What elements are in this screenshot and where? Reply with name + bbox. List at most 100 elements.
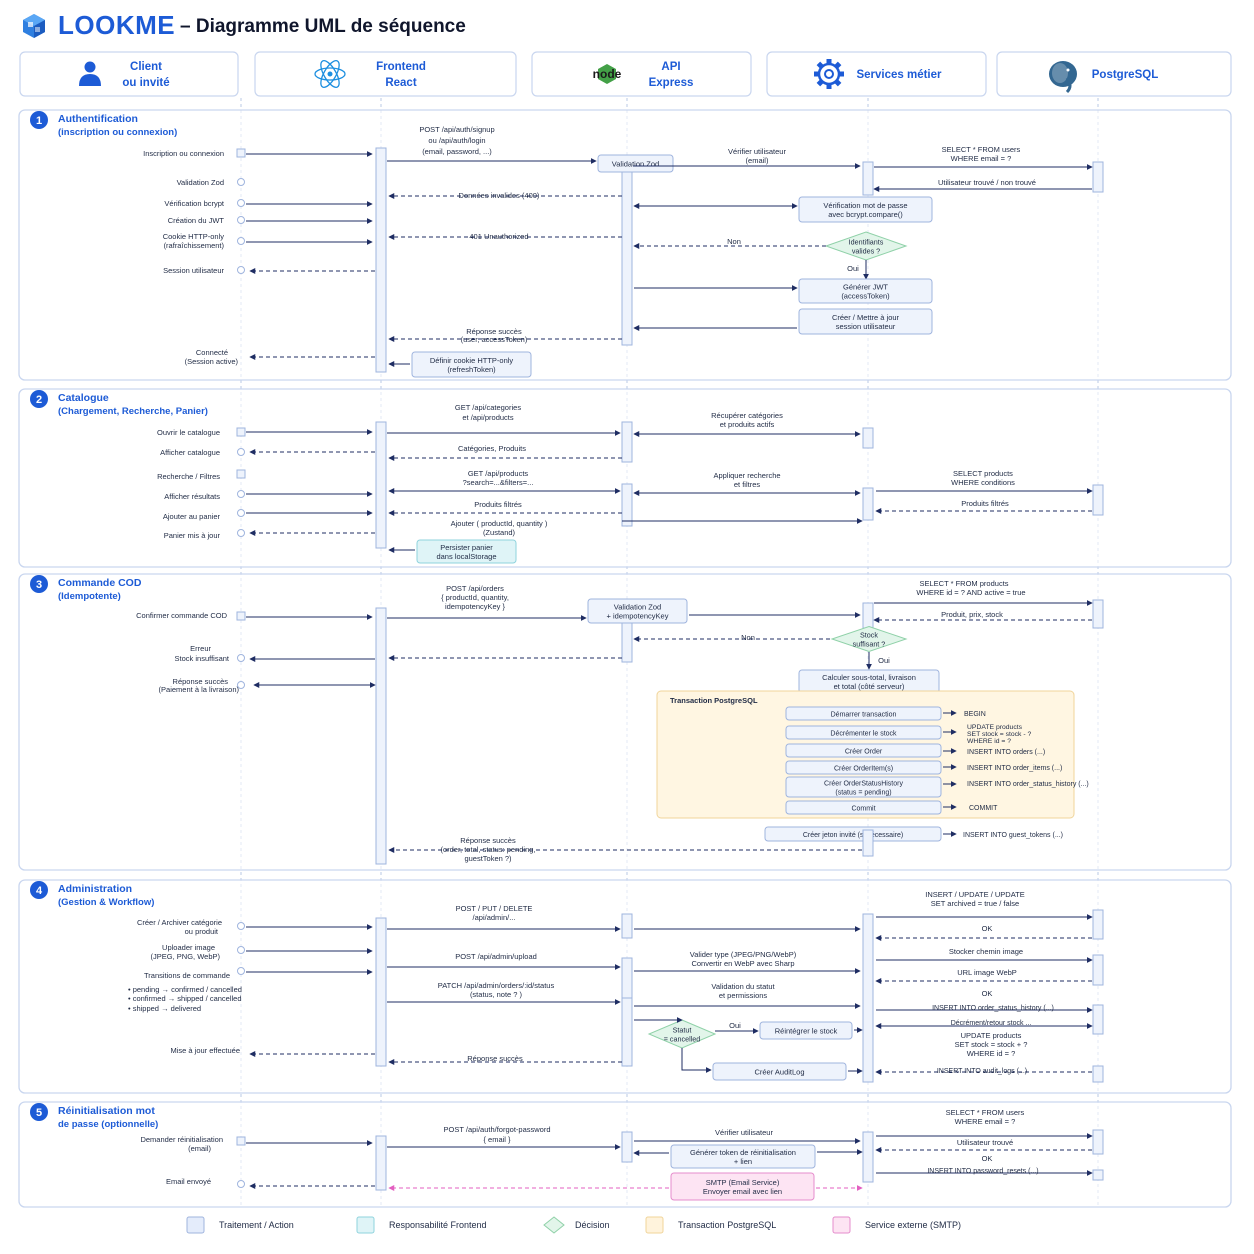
gear-tooth — [826, 59, 832, 65]
label-text: SELECT * FROM users — [946, 1108, 1025, 1117]
activation-bar — [621, 421, 633, 463]
label-text: (status, note ? ) — [470, 990, 523, 999]
activation-bar — [1092, 1004, 1104, 1035]
page-title: – Diagramme UML de séquence — [180, 16, 466, 37]
box-label: Créer AuditLog — [754, 1068, 804, 1077]
label-text: idempotencyKey } — [445, 602, 506, 611]
label-text: • shipped → delivered — [128, 1004, 201, 1013]
label-text: POST /api/admin/upload — [455, 952, 537, 961]
process-box — [587, 598, 688, 624]
label-text: INSERT INTO orders (...) — [967, 749, 1045, 756]
label-text: Créer / Archiver catégorie — [137, 918, 222, 927]
label-text: PATCH /api/admin/orders/:id/status — [438, 981, 555, 990]
client-step-dot — [237, 237, 245, 245]
label-text: Session utilisateur — [163, 266, 224, 275]
label-text: POST /api/orders — [446, 584, 504, 593]
label-text: Non — [741, 633, 755, 642]
box-label: Calculer sous-total, livraison — [822, 673, 916, 682]
label-text: INSERT / UPDATE / UPDATE — [925, 890, 1024, 899]
label-text: { email } — [483, 1135, 511, 1144]
section-title: Catalogue — [58, 392, 109, 404]
box-label: Définir cookie HTTP-only — [430, 356, 514, 365]
label-text: Ajouter au panier — [163, 512, 221, 521]
client-step-dot — [237, 922, 245, 930]
activation-bar — [1092, 1129, 1104, 1155]
activation-bar — [621, 154, 633, 346]
label-text: OK — [982, 1154, 993, 1163]
label-text: (email) — [746, 156, 769, 165]
label-text: INSERT INTO order_status_history (...) — [967, 781, 1089, 788]
activation-bar — [1092, 599, 1104, 629]
box-label: Démarrer transaction — [831, 712, 897, 719]
label-text: Ajouter ( productId, quantity ) — [451, 519, 548, 528]
label-text: Validation Zod — [177, 178, 224, 187]
label-text: Vérification bcrypt — [164, 199, 225, 208]
label-text: ou produit — [185, 927, 219, 936]
label-text: Produits filtrés — [961, 499, 1009, 508]
postgres-shade — [1052, 63, 1068, 83]
label-text: SET stock = stock + ? — [955, 1040, 1028, 1049]
lookme-logo-icon — [20, 12, 48, 45]
react-orbit — [320, 60, 340, 88]
activation-bar — [1092, 1065, 1104, 1083]
label-text: URL image WebP — [957, 968, 1017, 977]
label-text: Valider type (JPEG/PNG/WebP) — [690, 950, 797, 959]
gear-ring — [817, 62, 841, 86]
label-text: INSERT INTO password_resets (...) — [927, 1168, 1038, 1175]
process-box — [785, 800, 942, 815]
label-text: WHERE email = ? — [951, 154, 1012, 163]
label-text: Produit, prix, stock — [941, 610, 1003, 619]
box-label: Commit — [851, 806, 875, 813]
label-text: Inscription ou connexion — [143, 149, 224, 158]
client-step-dot — [237, 1180, 245, 1188]
label-text: Récupérer catégories — [711, 411, 783, 420]
client-step-dot — [237, 967, 245, 975]
label-text: Oui — [847, 264, 859, 273]
label-text: Décrément/retour stock ... — [951, 1020, 1032, 1027]
label-text: SET archived = true / false — [931, 899, 1019, 908]
label-text: Validation du statut — [711, 982, 775, 991]
section-number: 3 — [36, 579, 42, 591]
label-text: Erreur — [190, 644, 211, 653]
process-box — [411, 351, 532, 378]
activation-bar — [1092, 909, 1104, 940]
decision-label: Stock — [860, 631, 878, 640]
section-number-badge — [30, 1103, 48, 1121]
label-text: • confirmed → shipped / cancelled — [128, 994, 242, 1003]
decision-label: valides ? — [852, 247, 880, 256]
label-text: Réponse succès — [460, 836, 516, 845]
process-box — [764, 826, 942, 842]
section-subtitle: de passe (optionnelle) — [58, 1119, 158, 1130]
label-text: SELECT * FROM products — [919, 579, 1008, 588]
activation-bar — [1092, 954, 1104, 986]
activation-bar — [1092, 1169, 1104, 1181]
box-label: avec bcrypt.compare() — [828, 210, 903, 219]
section-subtitle: (Idempotente) — [58, 591, 121, 602]
client-action-box — [236, 1136, 246, 1146]
decision-diamond — [830, 625, 908, 653]
transaction-title: Transaction PostgreSQL — [670, 696, 758, 705]
postgres-icon — [1049, 61, 1077, 94]
client-action-box — [236, 148, 246, 158]
box-label: Réintégrer le stock — [775, 1027, 838, 1036]
react-orbit — [320, 60, 340, 88]
client-step-dot — [237, 448, 245, 456]
process-box — [597, 154, 674, 173]
client-step-dot — [237, 490, 245, 498]
label-text: Oui — [878, 656, 890, 665]
label-text: Demander réinitialisation — [140, 1135, 223, 1144]
postgres-eye — [1066, 68, 1070, 72]
decision-label: Identifiants — [849, 238, 884, 247]
lane-subtitle: Express — [649, 77, 694, 89]
client-step-dot — [237, 681, 245, 689]
section-number-badge — [30, 390, 48, 408]
client-step-dot — [237, 654, 245, 662]
section-subtitle: (inscription ou connexion) — [58, 127, 177, 138]
user-icon-body — [79, 74, 101, 86]
section-number-badge — [30, 111, 48, 129]
label-text: { productId, quantity, — [441, 593, 509, 602]
client-step-dot — [237, 178, 245, 186]
activation-bar — [1092, 484, 1104, 516]
client-step-dot — [237, 946, 245, 954]
box-label: + lien — [734, 1157, 752, 1166]
